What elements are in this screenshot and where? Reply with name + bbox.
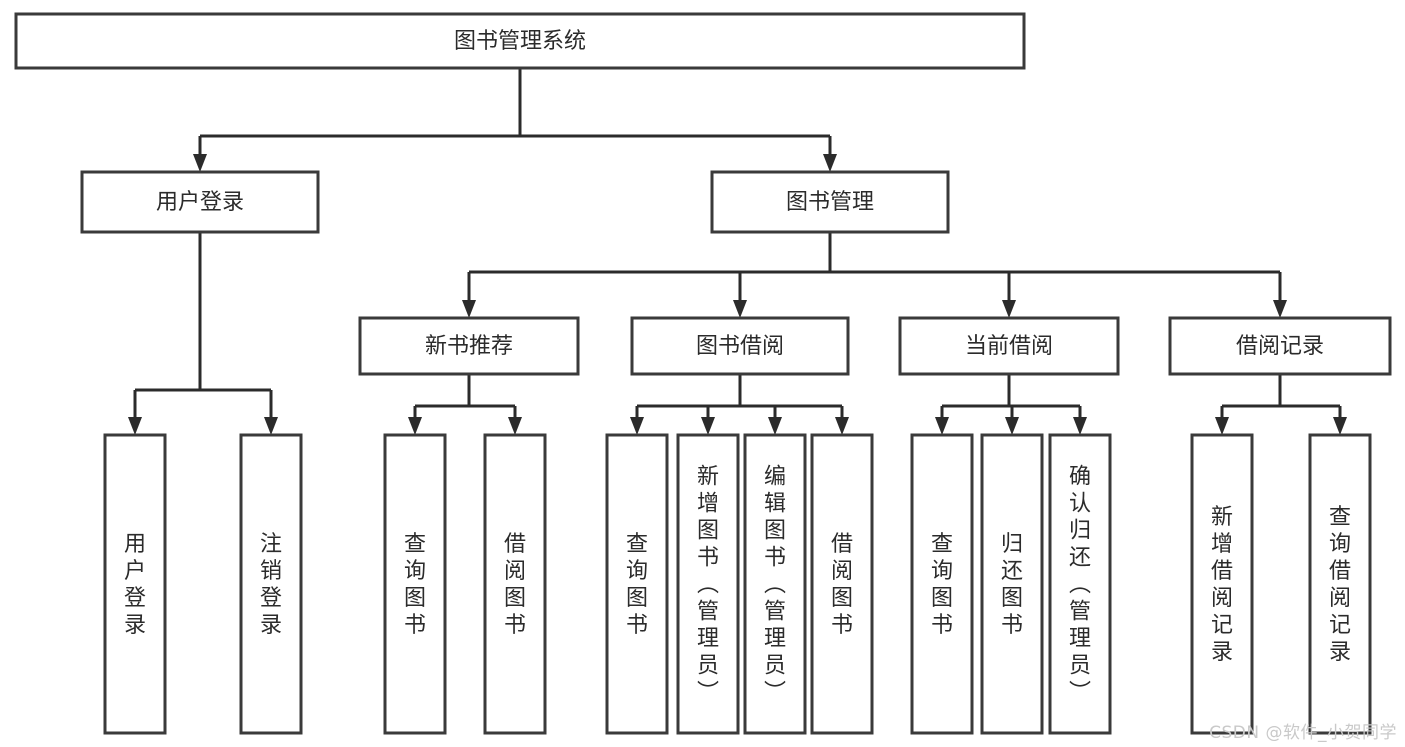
node-label: 查询借阅记录 [1329, 505, 1351, 665]
node-leaf-1[interactable]: 注销登录 [239, 433, 303, 735]
node-label: 借阅图书 [831, 532, 853, 638]
node-label: 确认归还︵管理员︶ [1069, 465, 1091, 706]
node-level2-1[interactable]: 图书管理 [710, 170, 950, 234]
node-level2-0[interactable]: 用户登录 [80, 170, 320, 234]
node-root[interactable]: 图书管理系统 [14, 12, 1026, 70]
node-label: 图书管理系统 [454, 29, 586, 54]
node-leaf-10[interactable]: 确认归还︵管理员︶ [1048, 433, 1112, 735]
node-label: 用户登录 [124, 532, 146, 638]
node-leaf-6[interactable]: 编辑图书︵管理员︶ [743, 433, 807, 735]
node-label: 新增借阅记录 [1211, 505, 1233, 665]
node-leaf-3[interactable]: 借阅图书 [483, 433, 547, 735]
node-level3-2[interactable]: 当前借阅 [898, 316, 1120, 376]
node-label: 借阅图书 [504, 532, 526, 638]
node-level3-1[interactable]: 图书借阅 [630, 316, 850, 376]
connector-layer [128, 68, 1347, 435]
node-label: 归还图书 [1001, 532, 1023, 638]
node-leaf-12[interactable]: 查询借阅记录 [1308, 433, 1372, 735]
node-label: 当前借阅 [965, 334, 1053, 359]
node-leaf-11[interactable]: 新增借阅记录 [1190, 433, 1254, 735]
node-layer: 图书管理系统用户登录图书管理新书推荐图书借阅当前借阅借阅记录用户登录注销登录查询… [14, 12, 1392, 735]
node-level3-0[interactable]: 新书推荐 [358, 316, 580, 376]
node-label: 用户登录 [156, 190, 244, 215]
node-label: 新增图书︵管理员︶ [697, 465, 719, 706]
node-label: 查询图书 [626, 532, 648, 638]
node-label: 图书借阅 [696, 334, 784, 359]
node-label: 注销登录 [260, 532, 282, 638]
node-label: 新书推荐 [425, 334, 513, 359]
node-label: 借阅记录 [1236, 334, 1324, 359]
node-leaf-9[interactable]: 归还图书 [980, 433, 1044, 735]
node-label: 查询图书 [404, 532, 426, 638]
node-label: 查询图书 [931, 532, 953, 638]
node-leaf-7[interactable]: 借阅图书 [810, 433, 874, 735]
node-leaf-0[interactable]: 用户登录 [103, 433, 167, 735]
node-label: 图书管理 [786, 190, 874, 215]
watermark-label: CSDN @软件_小贺同学 [1209, 723, 1397, 743]
node-leaf-8[interactable]: 查询图书 [910, 433, 974, 735]
node-label: 编辑图书︵管理员︶ [764, 465, 786, 706]
node-leaf-2[interactable]: 查询图书 [383, 433, 447, 735]
node-leaf-5[interactable]: 新增图书︵管理员︶ [676, 433, 740, 735]
node-level3-3[interactable]: 借阅记录 [1168, 316, 1392, 376]
node-leaf-4[interactable]: 查询图书 [605, 433, 669, 735]
